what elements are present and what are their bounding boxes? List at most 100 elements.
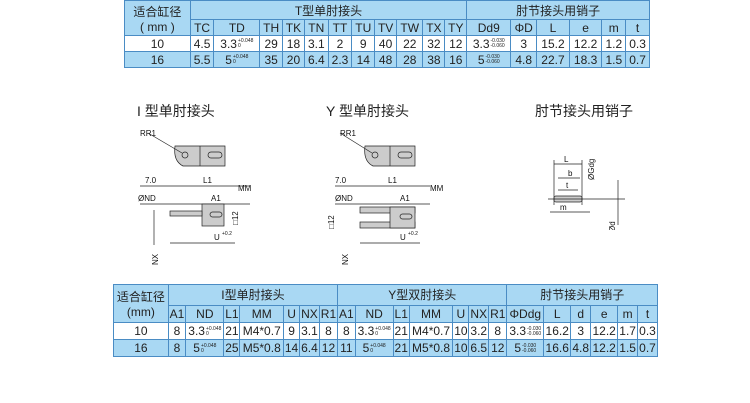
cell-value: 25 [225, 340, 239, 355]
table-cell: 18.3 [568, 51, 603, 68]
mm-label: MM [430, 184, 444, 193]
column-header: m [601, 19, 627, 37]
bore-cell: 10 [124, 35, 191, 53]
table-cell: 1.7 [617, 321, 639, 340]
table-cell: 0.7 [637, 338, 658, 358]
table-cell: 2.3 [327, 51, 353, 68]
cell-value: 21 [225, 323, 239, 338]
tol-lower: -0.060 [490, 43, 505, 50]
tol-lower: 0 [232, 59, 236, 66]
table-cell: 15.2 [536, 35, 570, 53]
table-cell: 16 [444, 51, 468, 68]
column-header: A1 [337, 304, 356, 323]
cell-value: 4.8 [515, 52, 533, 67]
bore-label: 适合缸径 [133, 4, 182, 19]
cell-value: 11 [340, 340, 353, 355]
table-cell: 38 [422, 51, 446, 68]
tol-lower: -0.060 [522, 347, 537, 354]
a1-label: A1 [211, 194, 221, 203]
nx-label: NX [151, 253, 160, 265]
cell-value: 5 [193, 340, 200, 355]
table-cell: 6.4 [299, 338, 320, 358]
tol-upper: -0.030 [527, 325, 542, 332]
tol-upper: +0.048 [375, 325, 391, 332]
cell-value: 5 [225, 52, 232, 67]
bore-label: 适合缸径 [116, 289, 165, 304]
cell-value: 29 [264, 36, 278, 51]
u-tol: +0.2 [408, 231, 418, 237]
table-cell: 10 [452, 321, 470, 340]
tol-upper: +0.048 [237, 38, 254, 45]
tol-lower: -0.060 [527, 330, 542, 337]
table-cell: 22 [396, 35, 424, 53]
cell-value: 3.3 [357, 323, 375, 338]
tol-lower: -0.060 [485, 59, 500, 66]
tol-upper: +0.048 [370, 342, 386, 349]
table-cell: 4.8 [570, 338, 592, 358]
cell-value: 3.3 [188, 323, 205, 338]
column-header: ΦD [510, 19, 538, 37]
i-type-title: I 型单肘接头 [137, 103, 215, 119]
table-cell: 20 [282, 51, 305, 68]
table-cell: 12.2 [590, 321, 619, 340]
column-header: L1 [392, 304, 410, 323]
column-header: TU [351, 19, 376, 37]
cell-value: 9 [288, 323, 295, 338]
cell-value: 5 [362, 340, 370, 355]
cell-value: 22 [403, 36, 417, 51]
cell-value: 12.2 [592, 323, 616, 338]
column-header: A1 [167, 304, 187, 323]
table-cell: 3.1 [303, 35, 329, 53]
cell-value: 5 [477, 52, 485, 67]
cell-value: 16.2 [545, 323, 569, 338]
column-header: m [617, 304, 639, 323]
table-cell: 48 [374, 51, 398, 68]
table-cell: 3 [570, 321, 592, 340]
cell-value: 9 [359, 36, 367, 51]
pin-b-label: b [568, 169, 573, 178]
table-cell: 12.2 [568, 35, 603, 53]
table-cell: 1.5 [601, 51, 627, 68]
column-header: e [590, 304, 619, 323]
cell-value: 3.3 [509, 323, 526, 338]
pin-title: 肘节接头用销子 [535, 103, 633, 119]
column-header: d [570, 304, 592, 323]
a1-label: A1 [400, 194, 410, 203]
tol-lower: 0 [205, 330, 209, 337]
table-cell: 6.4 [303, 51, 329, 68]
cell-value: 6.4 [307, 52, 325, 67]
bore-cell: 16 [113, 338, 169, 358]
u-label: U [400, 233, 406, 242]
i-type-drawing: RR1 7.0 L1 MM ØND A1 □12 U +0.2 NX [138, 129, 252, 265]
column-header: MM [239, 304, 285, 323]
table-cell: 29 [259, 35, 284, 53]
column-header: TD [213, 19, 261, 37]
cell-value: 1.7 [619, 323, 636, 338]
table-cell: 25 [223, 338, 241, 358]
table-cell: 3.1 [299, 321, 320, 340]
pin-drawing: L b t m ØGdg Ød [548, 155, 625, 230]
cell-value: 3 [577, 323, 585, 338]
pin-m-label: m [560, 203, 567, 212]
cell-value: 6.4 [301, 340, 318, 355]
table-cell: 1.2 [601, 35, 627, 53]
nd-label: ØND [138, 194, 156, 203]
cell-value: 28 [403, 52, 417, 67]
pin-gdg-label: ØGdg [587, 159, 596, 180]
u-label: U [214, 233, 220, 242]
cell-value: 1.5 [619, 340, 636, 355]
y-type-drawing: RR1 7.0 L1 MM ØND A1 □12 U +0.2 NX [327, 129, 444, 265]
cell-value: 8 [173, 323, 181, 338]
table-cell: 5.5 [189, 51, 215, 68]
cell-value: 3.2 [470, 323, 488, 338]
